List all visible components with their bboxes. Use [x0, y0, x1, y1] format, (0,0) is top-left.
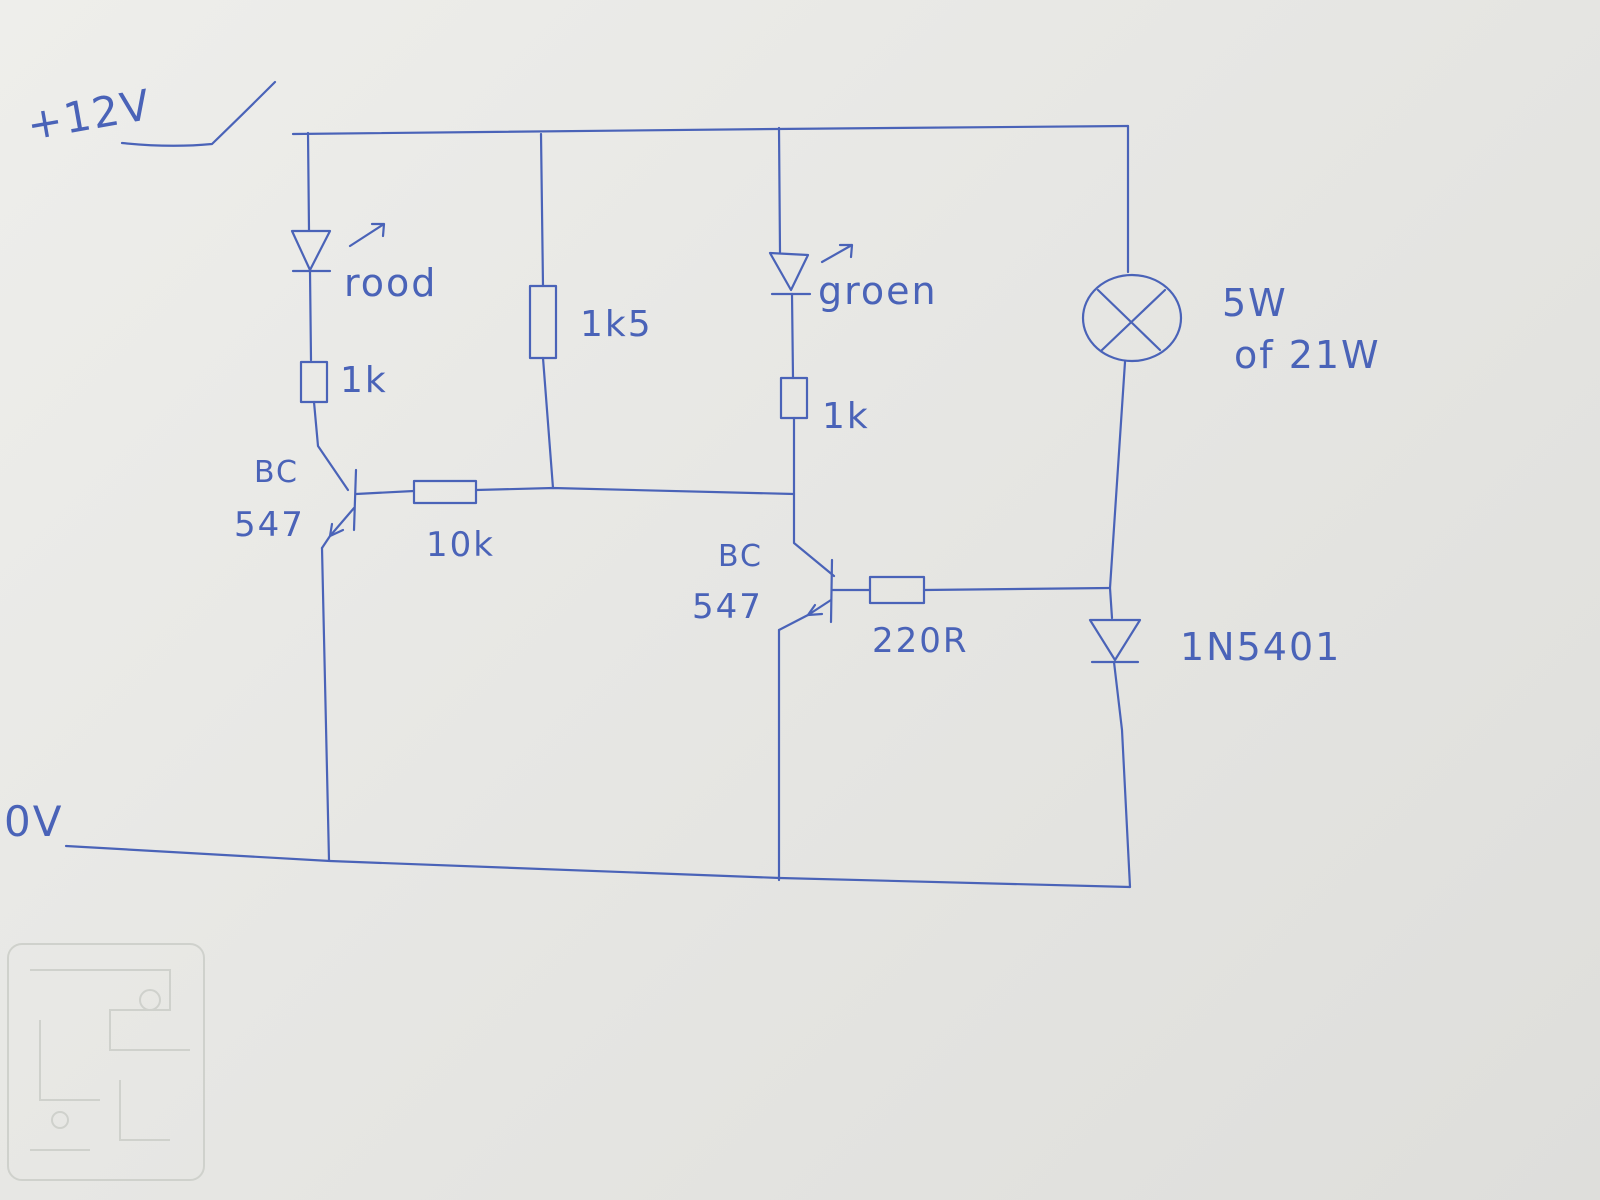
transistor-q1-symbol — [320, 468, 358, 550]
branch-green — [768, 126, 1112, 882]
corner-stamp — [7, 943, 205, 1181]
supply-rail — [120, 80, 1130, 147]
label-q1-line1: BC — [254, 455, 299, 490]
label-r-bias: 1k5 — [580, 304, 653, 345]
resistor-10k — [412, 479, 478, 505]
label-q1-line2: 547 — [234, 505, 305, 545]
label-r-red: 1k — [340, 360, 388, 401]
resistor-red-1k — [299, 360, 329, 404]
label-r-base2: 220R — [872, 621, 969, 661]
lamp-symbol — [1081, 273, 1183, 363]
label-diode: 1N5401 — [1180, 625, 1341, 669]
label-led-red: rood — [344, 261, 437, 305]
resistor-1k5 — [528, 284, 558, 360]
resistor-220r — [868, 575, 926, 605]
transistor-q2-symbol — [777, 558, 834, 632]
label-supply: +12V — [23, 80, 155, 150]
branch-lamp — [1081, 124, 1183, 889]
ground-rail — [64, 844, 1132, 889]
label-led-green: groen — [818, 269, 938, 313]
label-lamp-line1: 5W — [1222, 281, 1288, 325]
label-q2-line2: 547 — [692, 587, 763, 627]
diode-1n5401-symbol — [1088, 618, 1142, 664]
label-lamp-line2: of 21W — [1234, 333, 1381, 377]
label-q2-line1: BC — [718, 539, 763, 574]
label-r-base1: 10k — [426, 525, 495, 565]
branch-red — [290, 131, 386, 862]
base-network — [354, 132, 796, 505]
label-r-green: 1k — [822, 396, 870, 437]
label-ground: 0V — [4, 797, 63, 846]
resistor-green-1k — [779, 376, 809, 420]
led-red-symbol — [290, 222, 386, 273]
